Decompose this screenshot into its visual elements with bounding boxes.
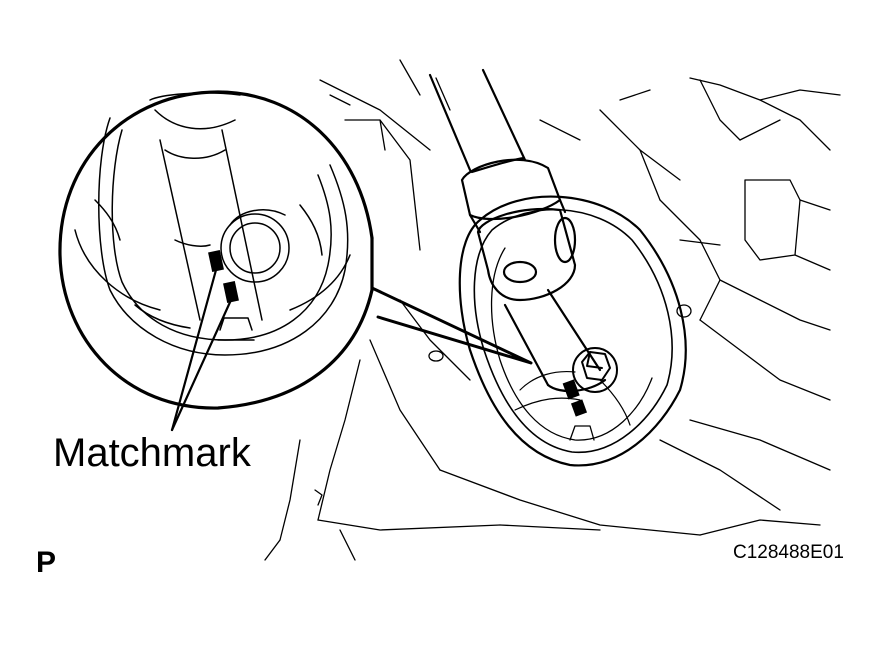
label-leader-lines — [170, 268, 233, 432]
magnifier-circle — [58, 90, 374, 410]
bolt-icon — [572, 347, 618, 393]
magnified-detail — [74, 92, 351, 356]
background-structure — [264, 59, 841, 561]
matchmark-icon — [562, 379, 588, 417]
callout-leader — [370, 286, 533, 365]
figure-code-label: C128488E01 — [733, 542, 844, 563]
view-letter-label: P — [36, 546, 57, 579]
matchmark-icon — [208, 249, 239, 304]
steering-shaft — [428, 68, 607, 393]
column-hole-boot — [458, 195, 687, 467]
matchmark-label: Matchmark — [53, 431, 251, 475]
